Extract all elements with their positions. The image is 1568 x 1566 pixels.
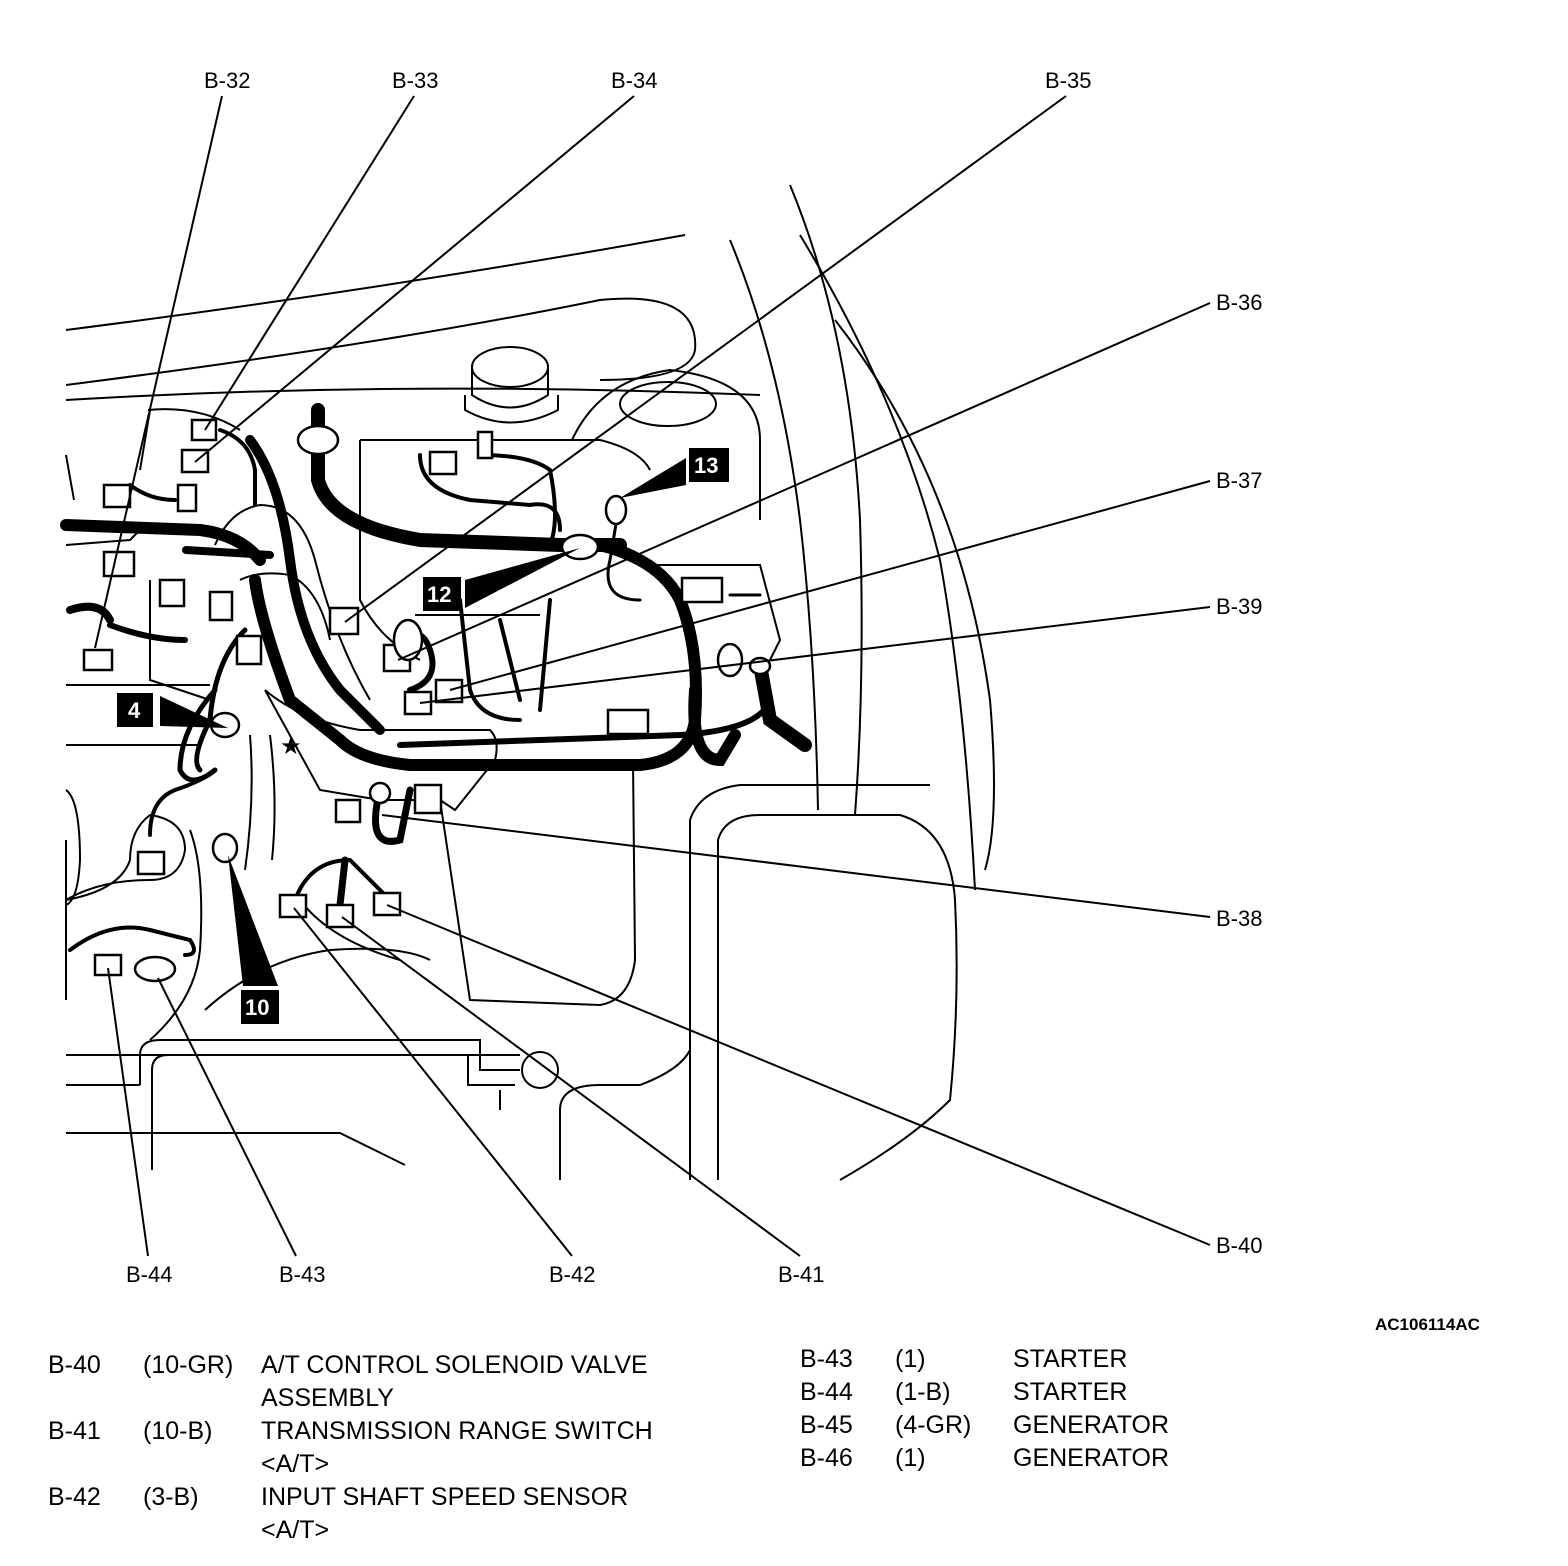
legend-desc-line: <A/T> (261, 1450, 330, 1478)
legend-desc: A/T CONTROL SOLENOID VALVE ASSEMBLY (261, 1349, 761, 1415)
callout-b33: B-33 (392, 68, 438, 93)
legend-desc-line: TRANSMISSION RANGE SWITCH (261, 1417, 653, 1445)
legend-row: B-42 (3-B) INPUT SHAFT SPEED SENSOR <A/T… (48, 1481, 768, 1547)
badge-10-label: 10 (245, 995, 269, 1020)
badge-4: 4 (117, 693, 228, 728)
callout-b32: B-32 (204, 68, 250, 93)
legend-desc-line: <A/T> (261, 1516, 330, 1544)
legend-spec: (1) (895, 1444, 926, 1472)
wiring-harness (60, 403, 812, 957)
callout-b44: B-44 (126, 1262, 172, 1287)
legend-spec: (3-B) (143, 1483, 199, 1511)
callout-b42: B-42 (549, 1262, 595, 1287)
legend-row: B-40 (10-GR) A/T CONTROL SOLENOID VALVE … (48, 1349, 768, 1415)
legend-desc: GENERATOR (1013, 1444, 1170, 1472)
legend-row: B-43 (1) STARTER (800, 1343, 1500, 1376)
legend-row: B-45 (4-GR) GENERATOR (800, 1409, 1500, 1442)
legend-id: B-42 (48, 1483, 101, 1511)
legend-desc-line: A/T CONTROL SOLENOID VALVE (261, 1351, 648, 1379)
legend-id: B-41 (48, 1417, 101, 1445)
connector-legend-right: B-43 (1) STARTER B-44 (1-B) STARTER B-45… (800, 1343, 1500, 1475)
legend-desc-line: INPUT SHAFT SPEED SENSOR (261, 1483, 629, 1511)
callout-labels: B-32 B-33 B-34 B-35 B-36 B-37 B-39 B-38 … (126, 68, 1480, 1334)
callout-b40: B-40 (1216, 1233, 1262, 1258)
legend-id: B-45 (800, 1411, 853, 1439)
legend-id: B-43 (800, 1345, 853, 1373)
callout-b37: B-37 (1216, 468, 1262, 493)
legend-desc: STARTER (1013, 1345, 1128, 1373)
legend-id: B-44 (800, 1378, 853, 1406)
badge-10: 10 (228, 855, 279, 1024)
connector-legend-left: B-40 (10-GR) A/T CONTROL SOLENOID VALVE … (48, 1349, 768, 1547)
callout-b34: B-34 (611, 68, 657, 93)
legend-spec: (4-GR) (895, 1411, 972, 1439)
leader-lines (94, 95, 1211, 1257)
legend-row: B-41 (10-B) TRANSMISSION RANGE SWITCH <A… (48, 1415, 768, 1481)
badge-13-label: 13 (694, 453, 718, 478)
connector-blocks (82, 418, 772, 983)
badge-12-label: 12 (427, 582, 451, 607)
legend-spec: (1) (895, 1345, 926, 1373)
legend-spec: (10-B) (143, 1417, 213, 1445)
callout-b39: B-39 (1216, 594, 1262, 619)
legend-id: B-40 (48, 1351, 101, 1379)
legend-row: B-46 (1) GENERATOR (800, 1442, 1500, 1475)
badge-4-label: 4 (128, 698, 141, 723)
badge-13: 13 (620, 448, 729, 498)
badge-12: 12 (423, 548, 580, 611)
callout-b35: B-35 (1045, 68, 1091, 93)
callout-b43: B-43 (279, 1262, 325, 1287)
legend-desc: GENERATOR (1013, 1411, 1170, 1439)
legend-id: B-46 (800, 1444, 853, 1472)
legend-desc: STARTER (1013, 1378, 1128, 1406)
callout-b41: B-41 (778, 1262, 824, 1287)
callout-b38: B-38 (1216, 906, 1262, 931)
engine-outline-drawing (65, 184, 995, 1181)
legend-row: B-44 (1-B) STARTER (800, 1376, 1500, 1409)
legend-spec: (10-GR) (143, 1351, 234, 1379)
legend-desc: INPUT SHAFT SPEED SENSOR <A/T> (261, 1481, 761, 1547)
legend-desc: TRANSMISSION RANGE SWITCH <A/T> (261, 1415, 761, 1481)
legend-spec: (1-B) (895, 1378, 951, 1406)
figure-code: AC106114AC (1375, 1315, 1480, 1334)
callout-b36: B-36 (1216, 290, 1262, 315)
star-icon: ★ (280, 732, 302, 760)
legend-desc-line: ASSEMBLY (261, 1384, 394, 1412)
